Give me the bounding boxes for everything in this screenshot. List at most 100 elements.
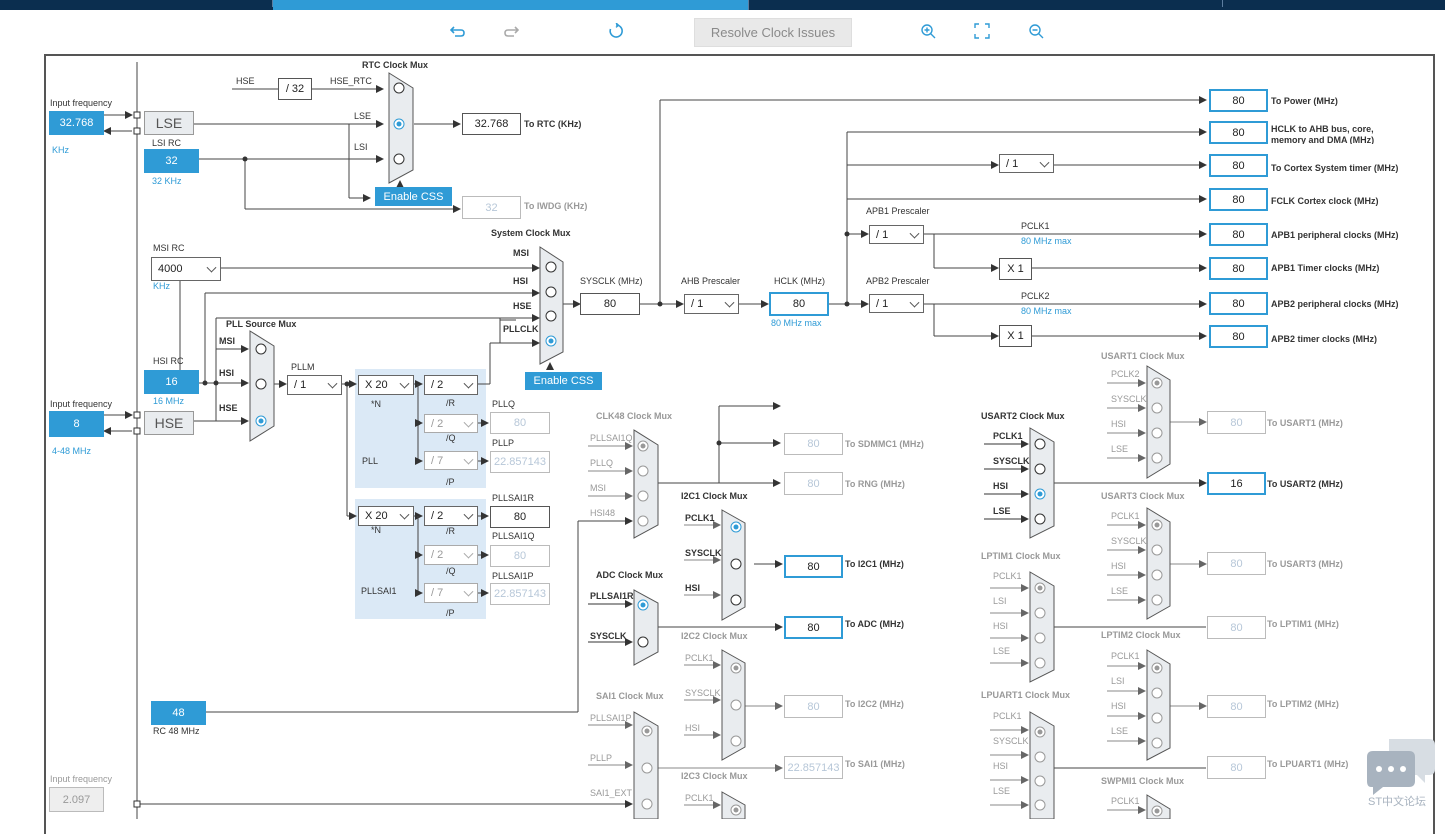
lse-input-title: Input frequency	[50, 98, 113, 108]
hclk-value-input[interactable]: 80	[769, 292, 829, 316]
tab-clock-configuration[interactable]	[273, 0, 749, 10]
sai-ext-frequency-input[interactable]: 2.097	[49, 787, 104, 812]
adc-output-label: To ADC (MHz)	[845, 619, 904, 629]
msi-select[interactable]: 4000	[151, 257, 221, 281]
clock-tree-canvas	[44, 54, 1435, 834]
pll-source-mux-title: PLL Source Mux	[226, 319, 297, 329]
forum-watermark: ST中文论坛	[1368, 796, 1427, 808]
sai1-input-ext: SAI1_EXT	[590, 788, 633, 798]
reset-button[interactable]	[602, 17, 630, 45]
clk48-input-pllq: PLLQ	[590, 458, 614, 468]
chevron-down-icon	[1039, 157, 1050, 168]
usart1-clock-mux[interactable]	[1146, 365, 1171, 479]
sys-pllclk-label: PLLCLK	[503, 324, 539, 334]
lptim1-clock-mux[interactable]	[1029, 571, 1055, 683]
usart2-input-hsi: HSI	[993, 481, 1009, 491]
pll-q-select[interactable]: / 2	[424, 414, 478, 433]
sai1-output-value: 22.857143	[784, 756, 843, 779]
usart1-input-lse: LSE	[1111, 444, 1129, 454]
redo-button[interactable]	[497, 17, 525, 45]
pllsai1-p-select[interactable]: / 7	[424, 583, 478, 603]
pllsai1q-label: PLLSAI1Q	[492, 531, 535, 541]
sai-ext-input-title: Input frequency	[50, 774, 113, 784]
pllsai1-n-value: X 20	[365, 510, 388, 522]
clk48-clock-mux[interactable]	[633, 429, 659, 539]
pllm-label: PLLM	[291, 362, 315, 372]
lpuart1-output-value: 80	[1207, 756, 1266, 779]
usart2-clock-mux[interactable]	[1029, 427, 1055, 539]
pllsai1-r-select[interactable]: / 2	[424, 506, 478, 526]
i2c2-output-label: To I2C2 (MHz)	[845, 699, 904, 709]
fit-screen-button[interactable]	[968, 17, 996, 45]
cortex-timer-divider-select[interactable]: / 1	[999, 154, 1054, 173]
pllsai1-r-value: / 2	[431, 510, 444, 522]
fclk-output-value[interactable]: 80	[1209, 188, 1268, 211]
zoom-in-button[interactable]	[914, 17, 942, 45]
pllsai1-q-select[interactable]: / 2	[424, 545, 478, 565]
pllm-select[interactable]: / 1	[287, 375, 342, 395]
undo-button[interactable]	[444, 17, 472, 45]
resolve-clock-issues-button[interactable]: Resolve Clock Issues	[694, 18, 852, 47]
pllm-value: / 1	[294, 379, 307, 391]
forum-chat-widget[interactable]: ST中文论坛	[1365, 735, 1437, 819]
cortex-timer-output-value[interactable]: 80	[1209, 154, 1268, 177]
pll-src-hsi-label: HSI	[219, 368, 235, 378]
tab-project-manager[interactable]	[749, 0, 1223, 7]
power-output-value[interactable]: 80	[1209, 89, 1268, 112]
hse-frequency-input[interactable]: 8	[49, 411, 104, 437]
apb2-timer-output-value[interactable]: 80	[1209, 325, 1268, 348]
enable-css-system-button[interactable]: Enable CSS	[525, 372, 602, 390]
rng-output-value: 80	[784, 472, 843, 495]
hse-rtc-label: HSE_RTC	[330, 76, 372, 86]
pll-p-select[interactable]: / 7	[424, 451, 478, 470]
pllsai1-p-value: / 7	[431, 587, 444, 599]
apb1-timer-multiplier: X 1	[999, 258, 1032, 280]
ahb-prescaler-select[interactable]: / 1	[684, 294, 739, 314]
i2c1-output-label: To I2C1 (MHz)	[845, 559, 904, 569]
apb1-prescaler-select[interactable]: / 1	[869, 225, 924, 244]
pllsai1-p-label: /P	[446, 608, 455, 618]
usart3-input-lse: LSE	[1111, 586, 1129, 596]
pclk1-label: PCLK1	[1021, 221, 1050, 231]
adc-output-value[interactable]: 80	[784, 616, 843, 639]
usart3-clock-mux[interactable]	[1146, 507, 1171, 620]
iwdg-output-value: 32	[462, 196, 521, 219]
lse-frequency-input[interactable]: 32.768	[49, 111, 104, 135]
lse-source: LSE	[144, 111, 194, 135]
enable-css-rtc-button[interactable]: Enable CSS	[375, 187, 452, 206]
hclk-ahb-output-label: HCLK to AHB bus, core, memory and DMA (M…	[1271, 124, 1375, 144]
pll-r-select[interactable]: / 2	[424, 375, 478, 395]
lptim2-input-pclk1: PCLK1	[1111, 651, 1140, 661]
power-output-label: To Power (MHz)	[1271, 96, 1338, 106]
redo-icon	[504, 26, 519, 37]
sai1-output-label: To SAI1 (MHz)	[845, 759, 905, 769]
pll-n-select[interactable]: X 20	[358, 375, 414, 395]
pllq-value: 80	[490, 412, 550, 434]
sysclk-value[interactable]: 80	[580, 293, 640, 315]
i2c1-output-value[interactable]: 80	[784, 555, 843, 578]
zoom-out-button[interactable]	[1022, 17, 1050, 45]
usart2-input-pclk1: PCLK1	[993, 431, 1023, 441]
adc-mux-title: ADC Clock Mux	[596, 570, 664, 580]
rc48-value: 48	[151, 701, 206, 725]
lptim2-clock-mux[interactable]	[1146, 649, 1171, 761]
lptim1-input-lse: LSE	[993, 646, 1011, 656]
system-clock-mux[interactable]	[539, 246, 564, 365]
lse-unit: KHz	[52, 145, 70, 155]
apb1-timer-output-label: APB1 Timer clocks (MHz)	[1271, 263, 1380, 273]
pll-q-label: /Q	[446, 433, 456, 443]
pllsai1-n-select[interactable]: X 20	[358, 506, 414, 526]
apb2-prescaler-select[interactable]: / 1	[869, 294, 924, 313]
tab-pinout[interactable]	[0, 0, 273, 7]
apb2-peripheral-output-value[interactable]: 80	[1209, 292, 1268, 315]
ahb-prescaler-value: / 1	[691, 298, 704, 310]
usart3-mux-title: USART3 Clock Mux	[1101, 491, 1185, 501]
pll-name: PLL	[362, 456, 379, 466]
apb1-timer-output-value[interactable]: 80	[1209, 257, 1268, 280]
fit-screen-icon	[974, 23, 990, 39]
usart2-output-value[interactable]: 16	[1207, 472, 1266, 495]
apb1-peripheral-output-value[interactable]: 80	[1209, 223, 1268, 246]
hse-rtc-divider[interactable]: / 32	[278, 78, 312, 100]
lpuart1-clock-mux[interactable]	[1029, 711, 1055, 819]
hclk-ahb-output-value[interactable]: 80	[1209, 121, 1268, 144]
